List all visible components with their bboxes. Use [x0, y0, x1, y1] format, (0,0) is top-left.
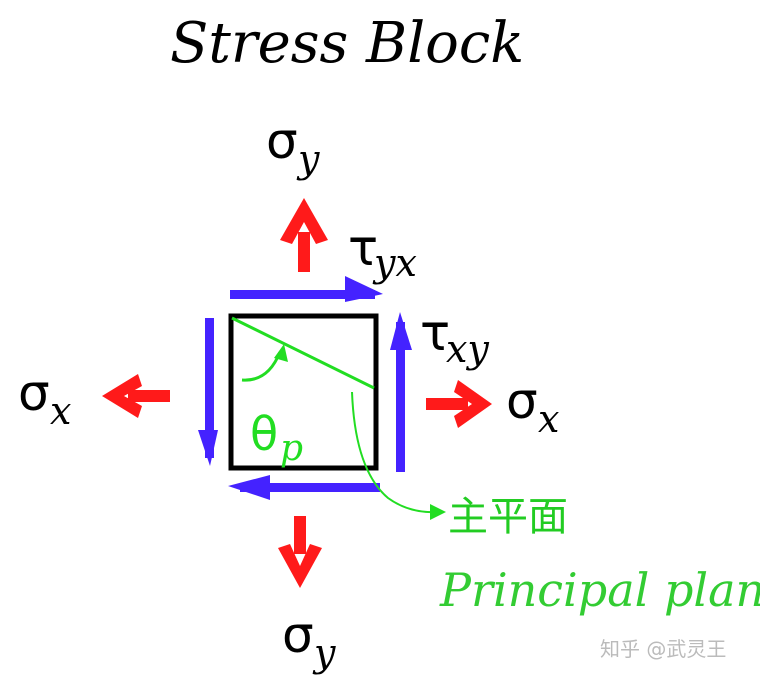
sigma-symbol: σ: [282, 606, 314, 664]
principal-plane-en-label: Principal plane: [439, 563, 760, 617]
up-arrow-icon: [280, 198, 328, 272]
shear-arrow-bottom: [228, 475, 380, 500]
sigma-x-left-label: σ x: [18, 364, 71, 433]
watermark: 知乎 @武灵王: [600, 637, 726, 661]
subscript-y: y: [296, 137, 320, 181]
sigma-y-top-label: σ y: [266, 112, 320, 181]
tau-xy-label: τ xy: [420, 304, 489, 371]
leader-curve: [351, 391, 441, 514]
leader-arrowhead-icon: [430, 504, 446, 520]
tau-symbol: τ: [420, 304, 450, 362]
principal-plane-cn-label: 主平面: [448, 494, 568, 540]
down-arrow-icon: [278, 516, 322, 588]
subscript-yx: yx: [372, 241, 417, 285]
shear-arrow-right: [390, 312, 412, 472]
sigma-y-bottom-label: σ y: [282, 606, 336, 675]
theta-p-label: θ p: [250, 407, 303, 469]
right-arrow-icon: [426, 380, 492, 428]
theta-symbol: θ: [250, 407, 278, 461]
subscript-x: x: [50, 389, 71, 433]
stress-block-square: [228, 313, 379, 471]
subscript-y: y: [312, 631, 336, 675]
subscript-xy: xy: [446, 327, 489, 371]
sigma-symbol: σ: [266, 112, 298, 170]
sigma-x-right-label: σ x: [506, 372, 559, 441]
shear-arrow-left: [198, 318, 218, 466]
tau-symbol: τ: [348, 219, 378, 277]
sigma-symbol: σ: [18, 364, 50, 422]
sigma-symbol: σ: [506, 372, 538, 430]
tau-yx-label: τ yx: [348, 219, 417, 285]
angle-arrowhead-icon: [274, 344, 288, 362]
subscript-p: p: [280, 428, 303, 469]
principal-plane-line: [231, 316, 375, 390]
angle-arc: [241, 351, 282, 382]
subscript-x: x: [538, 397, 559, 441]
diagram-title: Stress Block: [170, 11, 524, 76]
shear-arrow-top: [230, 276, 383, 302]
left-arrow-icon: [102, 374, 170, 418]
